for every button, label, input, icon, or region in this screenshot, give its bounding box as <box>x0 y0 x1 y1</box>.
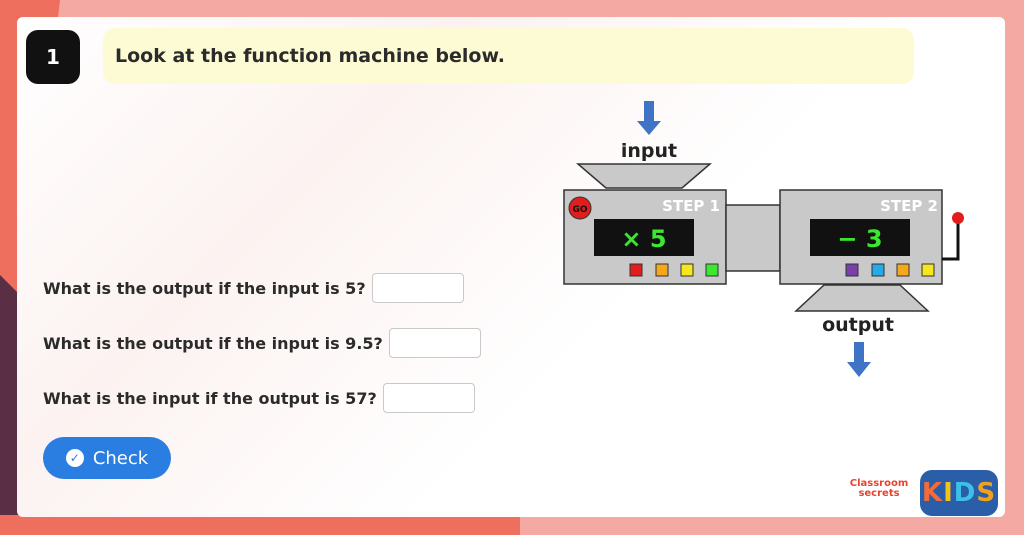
step2-indicator-yellow <box>921 263 935 277</box>
step2-display <box>810 219 910 256</box>
background-bottom-stripe <box>0 515 520 535</box>
classroom-secrets-logo: Classroom secrets <box>843 479 915 499</box>
check-button-label: Check <box>92 447 149 469</box>
step1-indicator-orange <box>655 263 669 277</box>
answer-input-2[interactable] <box>388 328 481 358</box>
lever-icon <box>942 212 964 261</box>
question-row-1: What is the output if the input is 5? <box>43 273 464 303</box>
output-arrow-icon <box>847 342 871 377</box>
question-2-text: What is the output if the input is 9.5? <box>43 333 383 353</box>
check-button[interactable]: ✓ Check <box>43 437 171 479</box>
input-hopper <box>575 163 713 189</box>
step2-operation: − 3 <box>837 225 882 253</box>
step2-indicator-orange <box>896 263 910 277</box>
question-prompt: Look at the function machine below. <box>115 45 506 67</box>
step1-label: STEP 1 <box>662 197 720 215</box>
answer-input-3[interactable] <box>382 383 475 413</box>
go-button-icon: GO <box>568 196 592 220</box>
input-label: input <box>621 140 677 162</box>
kids-letter-k: K <box>921 478 944 508</box>
step1-operation: × 5 <box>621 225 666 253</box>
step2-indicator-blue <box>871 263 885 277</box>
kids-letter-d: D <box>953 478 977 508</box>
function-machine: input GO STEP 1 STEP 2 × 5 − 3 output <box>563 101 964 377</box>
question-3-text: What is the input if the output is 57? <box>43 388 377 408</box>
step2-indicator-purple <box>845 263 859 277</box>
logo-line-2: secrets <box>858 488 900 499</box>
step1-display <box>594 219 694 256</box>
question-row-2: What is the output if the input is 9.5? <box>43 328 481 358</box>
go-label: GO <box>572 205 587 215</box>
question-1-text: What is the output if the input is 5? <box>43 278 366 298</box>
kids-letter-i: I <box>943 478 954 508</box>
kids-letter-s: S <box>976 478 997 508</box>
kids-logo: K I D S <box>920 470 998 516</box>
output-label: output <box>822 314 894 336</box>
step1-indicator-green <box>705 263 719 277</box>
step1-indicator-yellow <box>680 263 694 277</box>
question-prompt-banner: Look at the function machine below. <box>103 28 914 84</box>
answer-input-1[interactable] <box>371 273 464 303</box>
step2-label: STEP 2 <box>880 197 938 215</box>
output-hopper <box>794 284 930 312</box>
question-row-3: What is the input if the output is 57? <box>43 383 475 413</box>
input-arrow-icon <box>637 101 661 135</box>
connector-pipe <box>725 204 781 272</box>
check-circle-icon: ✓ <box>65 449 84 467</box>
logo-line-1: Classroom <box>849 478 909 489</box>
step1-indicator-red <box>629 263 643 277</box>
question-number-badge: 1 <box>26 30 80 84</box>
